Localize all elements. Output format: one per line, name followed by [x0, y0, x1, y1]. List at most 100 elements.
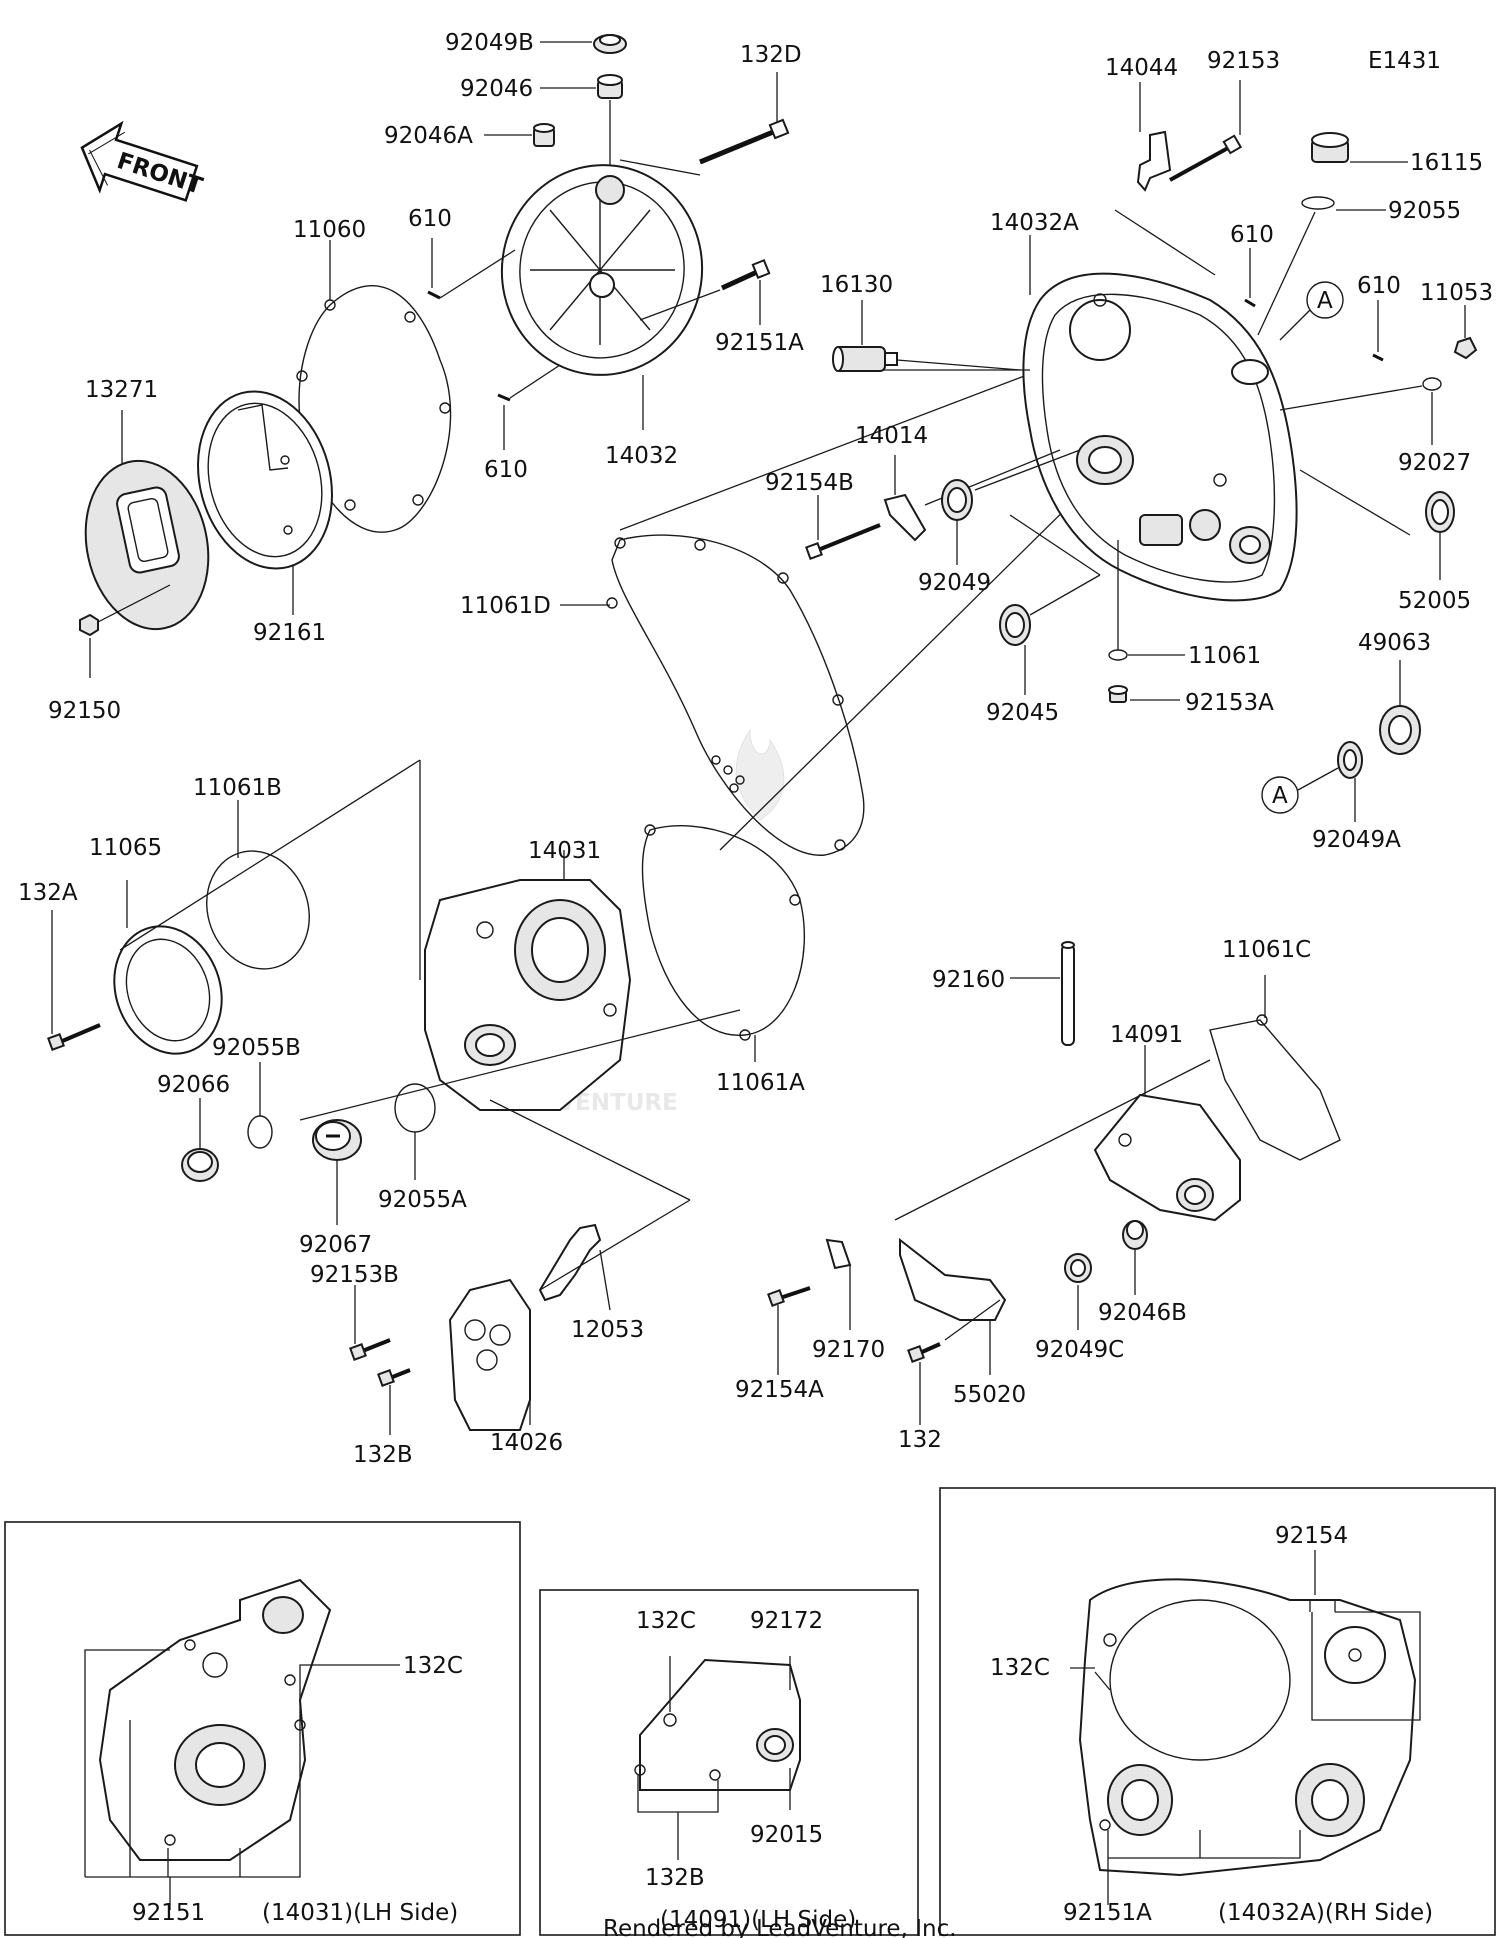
label-11065: 11065	[89, 835, 162, 861]
label-14014: 14014	[855, 423, 928, 449]
o-ring-92055B	[247, 1115, 273, 1149]
inset-14091-cover	[634, 1658, 801, 1791]
label-92049C: 92049C	[1035, 1337, 1124, 1363]
pin-610-right-a	[1244, 298, 1256, 308]
fitting-16130	[832, 346, 898, 372]
cover-14091	[1093, 1093, 1241, 1222]
label-610-c: 610	[1357, 273, 1401, 299]
label-55020: 55020	[953, 1382, 1026, 1408]
label-92154A: 92154A	[735, 1377, 824, 1403]
label-92161: 92161	[253, 620, 326, 646]
inset2-label-92015: 92015	[750, 1822, 823, 1848]
label-92150: 92150	[48, 698, 121, 724]
label-16115: 16115	[1410, 150, 1483, 176]
bearing-92046	[597, 74, 623, 99]
pin-610-upper	[427, 290, 441, 300]
oil-cap-16115	[1311, 132, 1349, 163]
diagram-code: E1431	[1368, 48, 1441, 74]
bolt-132B	[377, 1368, 411, 1387]
label-11061: 11061	[1188, 643, 1261, 669]
washer-11061	[1108, 649, 1128, 661]
bolt-132D	[699, 118, 790, 165]
bolt-92153A	[1108, 685, 1128, 703]
label-92045: 92045	[986, 700, 1059, 726]
bearing-92046A	[533, 123, 555, 147]
bolt-92150	[79, 584, 171, 637]
label-92046A: 92046A	[384, 123, 473, 149]
seal-92049B	[593, 34, 627, 54]
label-132B: 132B	[353, 1442, 413, 1468]
cover-14032A	[1022, 272, 1298, 602]
label-92055B: 92055B	[212, 1035, 301, 1061]
svg-text:A: A	[1272, 783, 1288, 809]
label-92151A: 92151A	[715, 330, 804, 356]
label-52005: 52005	[1398, 588, 1471, 614]
pipe-92160	[1061, 941, 1075, 1046]
inset-14031-frame	[4, 1521, 521, 1936]
part-labels: 92049B 92046 132D 92046A 14044 92153 161…	[18, 30, 1493, 1933]
label-11061B: 11061B	[193, 775, 282, 801]
label-11060: 11060	[293, 217, 366, 243]
label-92160: 92160	[932, 967, 1005, 993]
seal-92049C	[1064, 1253, 1092, 1283]
label-49063: 49063	[1358, 630, 1431, 656]
cover-14031	[424, 879, 632, 1111]
label-11053: 11053	[1420, 280, 1493, 306]
guard-14026	[448, 1278, 531, 1431]
plug-92067	[312, 1119, 362, 1161]
inset-14032A-cover	[1078, 1578, 1417, 1877]
seal-92049	[941, 479, 973, 521]
seal-52005	[1425, 491, 1455, 533]
plate-92161	[197, 390, 333, 570]
label-16130: 16130	[820, 272, 893, 298]
gasket-11061D	[606, 534, 865, 856]
bolt-92154A	[767, 1286, 811, 1307]
label-92049B: 92049B	[445, 30, 534, 56]
label-11061C: 11061C	[1222, 937, 1311, 963]
label-610-d: 610	[484, 457, 528, 483]
label-11061D: 11061D	[460, 593, 551, 619]
inset1-label-132C: 132C	[403, 1653, 463, 1679]
label-14091: 14091	[1110, 1022, 1183, 1048]
label-14044: 14044	[1105, 55, 1178, 81]
bracket-14044	[1136, 130, 1172, 192]
pin-610-right-b	[1372, 353, 1384, 362]
ref-marker-A-bottom: A	[1261, 776, 1299, 814]
label-92153A: 92153A	[1185, 690, 1274, 716]
label-14026: 14026	[490, 1430, 563, 1456]
label-13271: 13271	[85, 377, 158, 403]
inset2-caption: (14091)(LH Side)	[660, 1907, 856, 1933]
label-92154B: 92154B	[765, 470, 854, 496]
plate-13271	[84, 459, 210, 631]
bolt-92151A	[720, 258, 771, 291]
cap-49063	[1379, 705, 1421, 755]
lever-14014	[883, 493, 927, 542]
cover-11065	[113, 925, 223, 1055]
label-14031: 14031	[528, 838, 601, 864]
bolt-92153	[1169, 134, 1243, 182]
label-132D: 132D	[740, 42, 802, 68]
bracket-12053	[538, 1223, 602, 1302]
inset-14091-frame	[539, 1589, 919, 1936]
label-132: 132	[898, 1427, 942, 1453]
washer-92027	[1422, 377, 1442, 391]
label-14032A: 14032A	[990, 210, 1079, 236]
label-14032: 14032	[605, 443, 678, 469]
bolt-132	[907, 1342, 941, 1363]
bolt-92153B	[349, 1338, 391, 1361]
inset1-caption: (14031)(LH Side)	[262, 1900, 458, 1926]
ref-marker-A-top: A	[1306, 281, 1344, 319]
clip-92170	[825, 1238, 852, 1270]
label-92049A: 92049A	[1312, 827, 1401, 853]
label-92153B: 92153B	[310, 1262, 399, 1288]
inset2-label-132C: 132C	[636, 1608, 696, 1634]
svg-text:A: A	[1317, 288, 1333, 314]
o-ring-92055	[1301, 196, 1335, 210]
front-arrow-icon: FRONT	[80, 120, 206, 202]
seal-92045	[999, 604, 1031, 646]
inset1-label-92151: 92151	[132, 1900, 205, 1926]
gasket-11061C	[1209, 1014, 1341, 1161]
label-11061A: 11061A	[716, 1070, 805, 1096]
inset2-label-92172: 92172	[750, 1608, 823, 1634]
